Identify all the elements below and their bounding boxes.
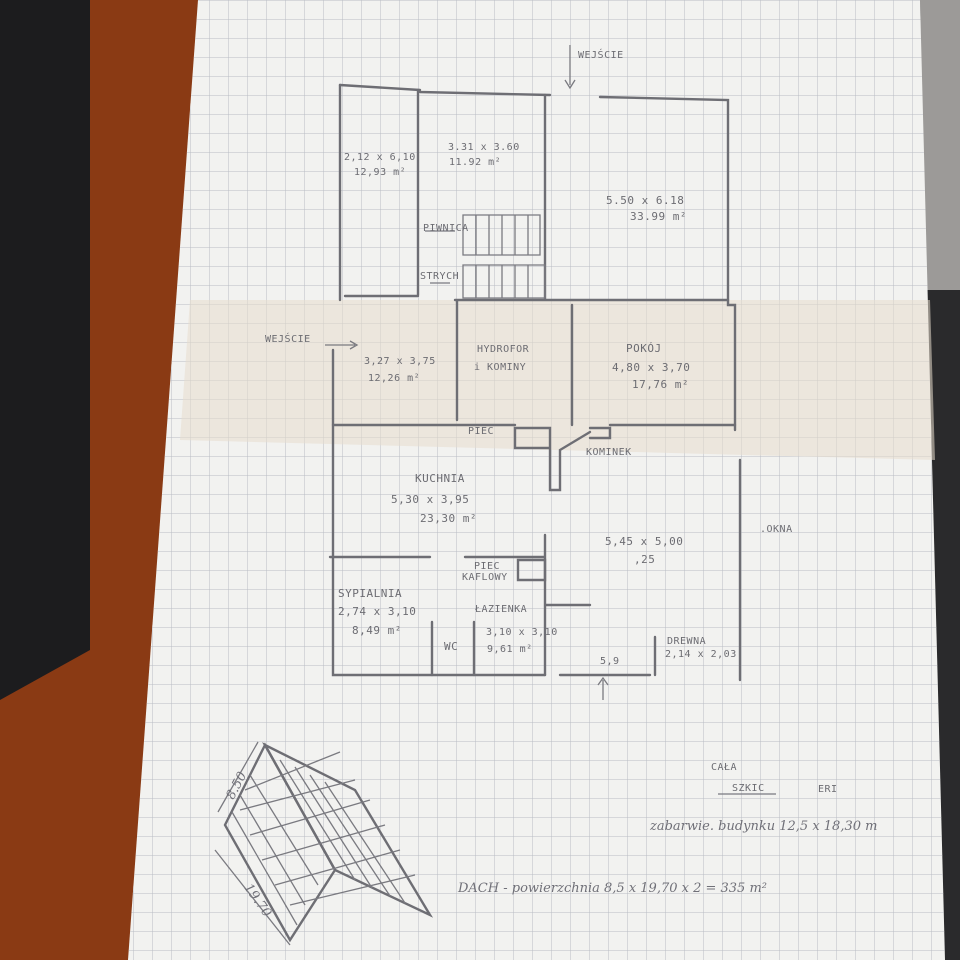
windows-label: .OKNA	[760, 524, 793, 535]
room-hall-area: 12,26 m²	[368, 373, 420, 384]
room-stairs-area: 11.92 m²	[449, 157, 501, 168]
room-stairs-dims: 3.31 x 3.60	[448, 142, 520, 153]
walls	[325, 45, 742, 700]
hydrofor-label-1: HYDROFOR	[477, 344, 530, 355]
room-left-area: 12,93 m²	[354, 167, 406, 178]
kuchnia-name: KUCHNIA	[415, 472, 465, 485]
note-cala: CAŁA	[711, 762, 737, 773]
drewna-dims: 2,14 x 2,03	[665, 649, 737, 660]
basement-label: PIWNICA	[423, 223, 469, 234]
note-roof-area: DACH - powierzchnia 8,5 x 19,70 x 2 = 33…	[457, 881, 767, 896]
lazienka-name: ŁAZIENKA	[474, 604, 527, 615]
kuchnia-dims: 5,30 x 3,95	[391, 493, 469, 506]
room-left-dims: 2,12 x 6,10	[344, 152, 416, 163]
entrance-left-label: WEJŚCIE	[265, 332, 311, 345]
entrance-top-label: WEJŚCIE	[578, 48, 624, 61]
desk-surface	[920, 0, 960, 290]
salon-dims: 5,45 x 5,00	[605, 535, 683, 548]
note-outer-dimensions: zabarwie. budynku 12,5 x 18,30 m	[649, 819, 877, 834]
small-dim-label: 5,9	[600, 656, 620, 667]
lazienka-area: 9,61 m²	[487, 644, 533, 655]
roof-sketch	[214, 741, 434, 946]
stove-label-1: PIEC	[474, 561, 500, 572]
attic-label: STRYCH	[420, 271, 459, 282]
room-big-area: 33.99 m²	[630, 210, 687, 223]
kominek-label: KOMINEK	[586, 447, 632, 458]
sypialnia-dims: 2,74 x 3,10	[338, 605, 416, 618]
note-eri: ERI	[818, 784, 838, 795]
sypialnia-area: 8,49 m²	[352, 624, 402, 637]
keyboard	[0, 0, 90, 700]
pokoj-name: POKÓJ	[626, 342, 662, 355]
hydrofor-label-2: i KOMINY	[474, 362, 526, 373]
salon-area: ,25	[634, 553, 655, 566]
wooden-desk	[0, 0, 200, 960]
stove-label-2: KAFLOWY	[462, 572, 508, 583]
fold-shadow	[180, 300, 935, 460]
grid-lines	[128, 0, 945, 960]
piec-top-label: PIEC	[468, 426, 494, 437]
drewna-name: DREWNA	[667, 636, 706, 647]
lazienka-dims: 3,10 x 3,10	[486, 627, 558, 638]
room-big-dims: 5.50 x 6.18	[606, 194, 684, 207]
pokoj-area: 17,76 m²	[632, 378, 689, 391]
wc-label: WC	[444, 640, 458, 653]
sypialnia-name: SYPIALNIA	[338, 587, 402, 600]
kuchnia-area: 23,30 m²	[420, 512, 477, 525]
note-szkic: SZKIC	[732, 783, 765, 794]
room-hall-dims: 3,27 x 3,75	[364, 356, 436, 367]
pokoj-dims: 4,80 x 3,70	[612, 361, 690, 374]
